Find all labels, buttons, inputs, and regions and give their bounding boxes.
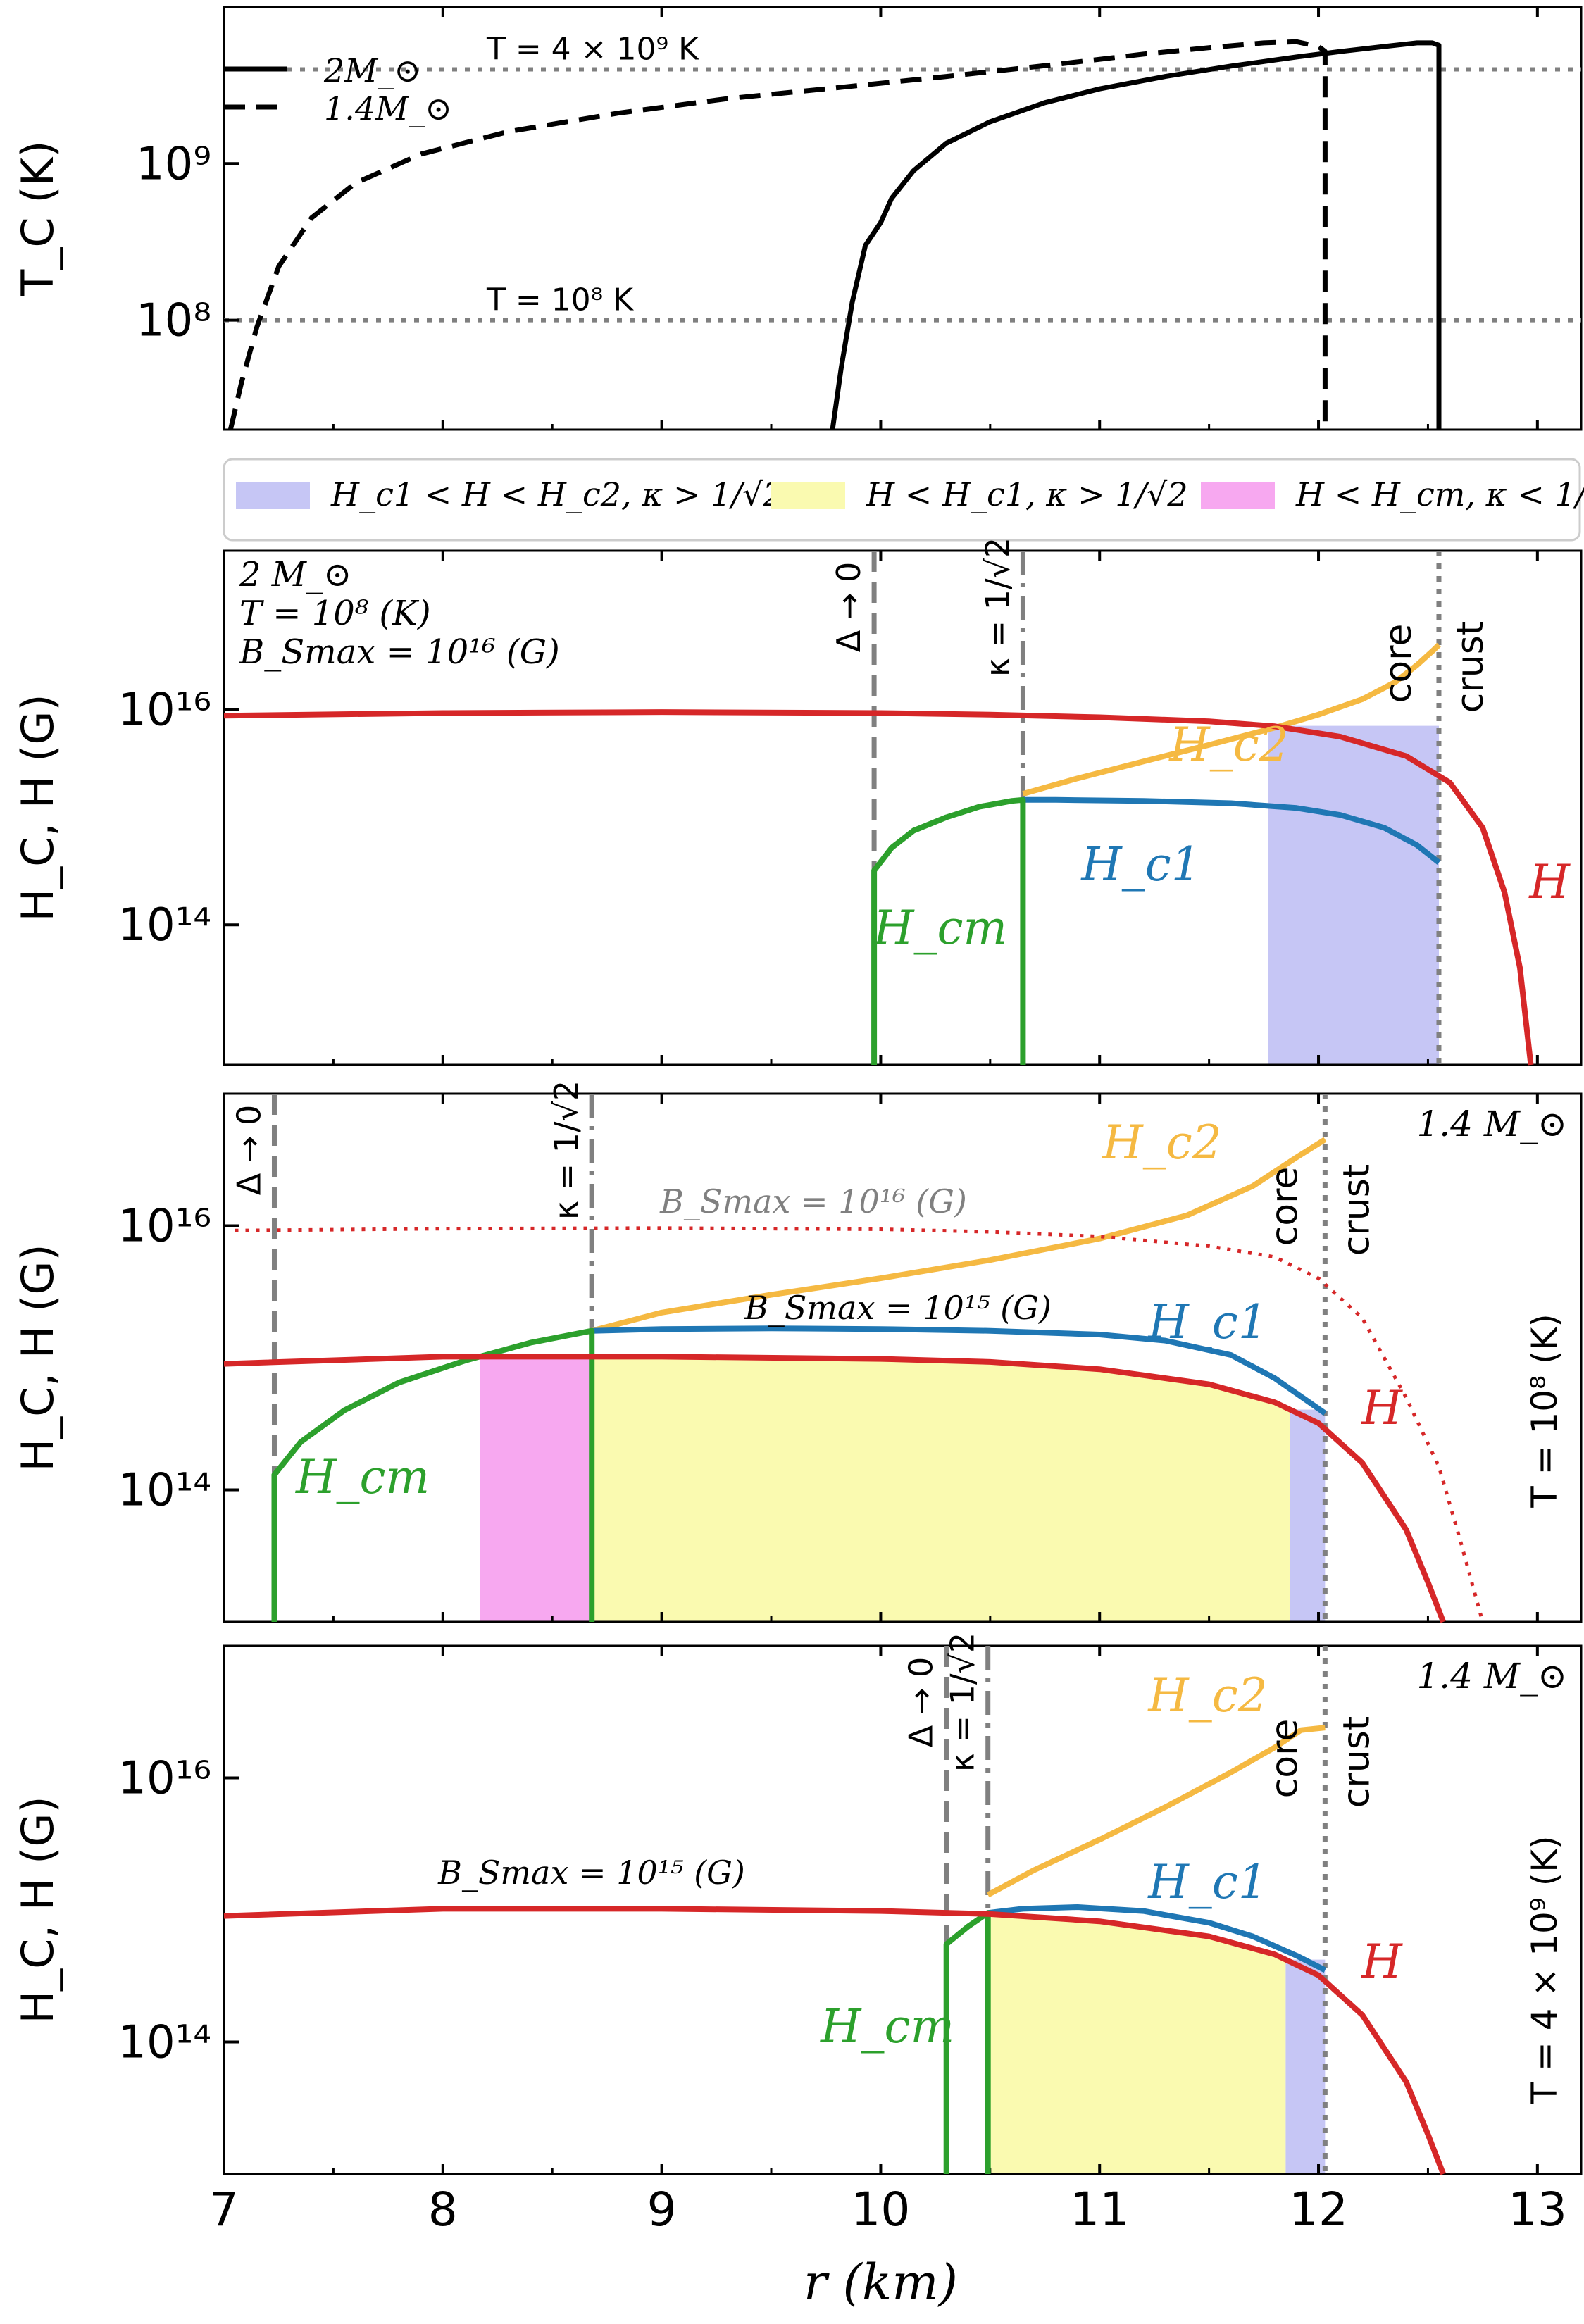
- x-tick-label: 8: [428, 2182, 458, 2237]
- bsmax-label-1e15: B_Smax = 10¹⁵ (G): [744, 1289, 1052, 1327]
- core-label: core: [1264, 1719, 1306, 1799]
- legend-swatch-1: [771, 482, 845, 509]
- label-hc1: H_c1: [1080, 837, 1201, 892]
- label-hc1: H_c1: [1147, 1855, 1268, 1909]
- vline-label: Δ → 0: [830, 562, 868, 653]
- panel-annotation: T = 10⁸ (K): [239, 594, 431, 633]
- series-h: [223, 1354, 1446, 1623]
- panel-annotation: B_Smax = 10¹⁶ (G): [239, 632, 560, 672]
- x-tick-label: 10: [851, 2182, 910, 2237]
- y-axis-label: H_C, H (G): [12, 1796, 63, 2023]
- legend-swatch-2: [1201, 482, 1275, 509]
- series-line-solid: [830, 40, 1442, 430]
- panel-2-frame: [223, 1092, 1583, 1623]
- panel-3-frame: [223, 1644, 1583, 2175]
- series-h-cm: [271, 1327, 595, 1622]
- y-tick-label: 10⁹: [136, 138, 211, 190]
- region-hc1-hc2: [1268, 725, 1439, 1065]
- vline-label: κ = 1/√2: [944, 1632, 982, 1772]
- x-tick-label: 12: [1289, 2182, 1348, 2237]
- reference-line-label: T = 4 × 10⁹ K: [486, 31, 699, 67]
- vline-label: Δ → 0: [230, 1105, 268, 1196]
- y-axis-label: H_C, H (G): [12, 1244, 63, 1471]
- series-h-cm: [943, 1910, 991, 2174]
- region-legend: H_c1 < H < H_c2, κ > 1/√2 H < H_c1, κ > 1…: [223, 458, 1584, 542]
- panel-temperature-label: T = 10⁸ (K): [1524, 1313, 1565, 1508]
- label-h: H: [1361, 1381, 1403, 1435]
- y-tick-label: 10¹⁶: [118, 1201, 211, 1253]
- label-hcm: H_cm: [873, 901, 1007, 955]
- core-label: core: [1378, 624, 1420, 704]
- legend-label: H_c1 < H < H_c2, κ > 1/√2: [330, 475, 784, 513]
- crust-label: crust: [1449, 621, 1492, 713]
- legend-swatch-0: [236, 482, 310, 509]
- x-axis-label: r (km): [804, 2254, 958, 2311]
- panel-temperature-label: T = 4 × 10⁹ (K): [1524, 1835, 1565, 2104]
- core-label: core: [1264, 1167, 1306, 1247]
- label-hc2: H_c2: [1102, 1116, 1222, 1170]
- label-hc1: H_c1: [1147, 1295, 1268, 1349]
- series-h-c2: [986, 1725, 1326, 1898]
- series-h: [223, 709, 1534, 1066]
- label-hcm: H_cm: [820, 1999, 954, 2054]
- y-axis-label: H_C, H (G): [12, 694, 63, 921]
- y-tick-label: 10¹⁴: [118, 899, 211, 951]
- region-below-hcm: [480, 1356, 592, 1622]
- bsmax-label-1e15: B_Smax = 10¹⁵ (G): [437, 1854, 745, 1892]
- crust-label: crust: [1335, 1164, 1378, 1256]
- panel-0-frame: [223, 6, 1583, 431]
- series-h-c1: [592, 1325, 1327, 1416]
- label-h: H: [1361, 1935, 1403, 1989]
- panel-mass-label: 1.4 M_⊙: [1416, 1104, 1567, 1144]
- panel-mass-label: 1.4 M_⊙: [1416, 1656, 1567, 1697]
- crust-label: crust: [1335, 1716, 1378, 1808]
- region-hc1-hc2: [1290, 1409, 1326, 1622]
- label-h: H: [1528, 855, 1571, 909]
- legend-label: 2M_⊙: [323, 51, 421, 89]
- panel-annotation: 2 M_⊙: [239, 555, 351, 594]
- series-h: [223, 1906, 1446, 2175]
- x-tick-label: 9: [647, 2182, 677, 2237]
- reference-line-label: T = 10⁸ K: [486, 282, 634, 318]
- series-line-dashed: [227, 39, 1328, 430]
- y-axis-label: T_C (K): [12, 141, 63, 297]
- vline-label: κ = 1/√2: [547, 1080, 585, 1220]
- series-h-c2: [1022, 642, 1441, 797]
- legend-label: H < H_c1, κ > 1/√2: [866, 475, 1188, 513]
- label-hc2: H_c2: [1168, 718, 1289, 772]
- legend-label: 1.4M_⊙: [324, 89, 452, 127]
- panel-1-frame: [223, 549, 1583, 1066]
- y-tick-label: 10¹⁶: [118, 685, 211, 737]
- y-tick-label: 10¹⁴: [118, 1465, 211, 1517]
- series-h-c2: [591, 1137, 1327, 1334]
- x-tick-label: 11: [1070, 2182, 1129, 2237]
- bsmax-label-1e16: B_Smax = 10¹⁶ (G): [659, 1182, 967, 1220]
- region-below-hc1: [987, 1913, 1286, 2174]
- region-below-hc1: [592, 1356, 1290, 1622]
- legend-label: H < H_cm, κ < 1/√2: [1295, 475, 1584, 513]
- vline-label: Δ → 0: [902, 1657, 940, 1748]
- x-tick-label: 7: [209, 2182, 239, 2237]
- series-h-cm: [871, 796, 1026, 1065]
- vline-label: κ = 1/√2: [978, 537, 1016, 677]
- region-hc1-hc2: [1285, 1959, 1326, 2174]
- legend-box: [223, 458, 1581, 542]
- y-tick-label: 10¹⁶: [118, 1753, 211, 1805]
- label-hc2: H_c2: [1147, 1668, 1268, 1723]
- y-tick-label: 10¹⁴: [118, 2017, 211, 2069]
- x-tick-label: 13: [1508, 2182, 1567, 2237]
- label-hcm: H_cm: [295, 1450, 430, 1504]
- series-h-c1: [1023, 796, 1441, 865]
- y-tick-label: 10⁸: [136, 295, 211, 347]
- series-h-c1: [987, 1904, 1327, 1973]
